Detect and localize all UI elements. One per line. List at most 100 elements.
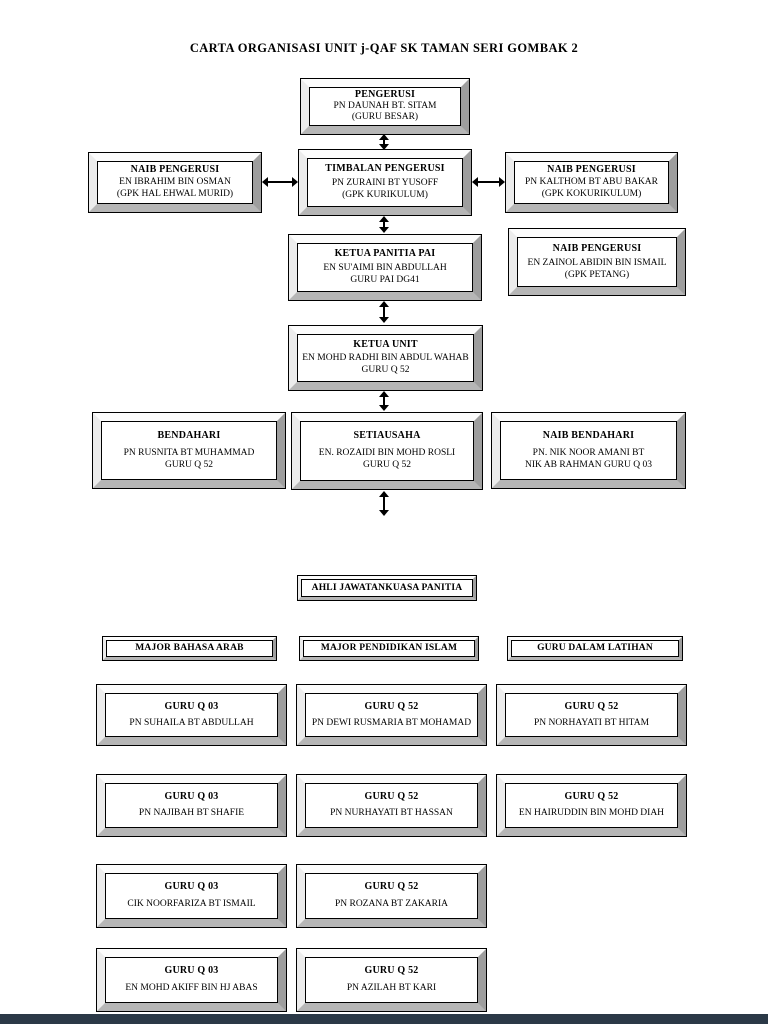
node-title: GURU Q 03 <box>164 965 219 977</box>
node-frame: KETUA PANITIA PAI EN SU'AIMI BIN ABDULLA… <box>289 235 481 300</box>
node-person: PN RUSNITA BT MUHAMMAD GURU Q 52 <box>123 447 255 470</box>
node-title: GURU Q 52 <box>364 881 419 893</box>
node-person: EN ZAINOL ABIDIN BIN ISMAIL (GPK PETANG) <box>527 257 667 280</box>
node-person: PN DAUNAH BT. SITAM (GURU BESAR) <box>333 100 437 123</box>
node-person: CIK NOORFARIZA BT ISMAIL <box>127 898 256 909</box>
node-member: GURU Q 52 PN DEWI RUSMARIA BT MOHAMAD <box>296 684 487 746</box>
node-person: PN AZILAH BT KARI <box>346 982 437 993</box>
node-person: PN ZURAINI BT YUSOFF (GPK KURIKULUM) <box>331 178 439 200</box>
node-title: PENGERUSI <box>354 89 416 100</box>
node-person: PN SUHAILA BT ABDULLAH <box>129 717 254 728</box>
node-frame: KETUA UNIT EN MOHD RADHI BIN ABDUL WAHAB… <box>289 326 482 390</box>
node-setiausaha: SETIAUSAHA EN. ROZAIDI BIN MOHD ROSLI GU… <box>291 412 483 490</box>
node-frame: GURU Q 52 PN AZILAH BT KARI <box>297 949 486 1011</box>
node-frame: GURU Q 52 PN NORHAYATI BT HITAM <box>497 685 686 745</box>
connector-ketua-unit-setiausaha <box>379 391 389 411</box>
page-footer-bar <box>0 1014 768 1024</box>
node-title: GURU Q 03 <box>164 790 219 802</box>
node-title: SETIAUSAHA <box>353 429 421 441</box>
node-col-pendidikan-islam: MAJOR PENDIDIKAN ISLAM <box>299 636 479 661</box>
node-title: MAJOR BAHASA ARAB <box>135 643 244 654</box>
node-frame: SETIAUSAHA EN. ROZAIDI BIN MOHD ROSLI GU… <box>292 413 482 489</box>
node-title: GURU Q 52 <box>364 790 419 802</box>
node-frame: NAIB PENGERUSI PN KALTHOM BT ABU BAKAR (… <box>506 153 677 212</box>
node-person: PN NORHAYATI BT HITAM <box>533 717 650 728</box>
node-title: NAIB PENGERUSI <box>130 164 220 176</box>
node-naib-pengerusi-petang: NAIB PENGERUSI EN ZAINOL ABIDIN BIN ISMA… <box>508 228 686 296</box>
connector-panitia-ketua-unit <box>379 301 389 323</box>
node-person: PN ROZANA BT ZAKARIA <box>334 898 449 909</box>
node-member: GURU Q 52 PN NURHAYATI BT HASSAN <box>296 774 487 837</box>
node-naib-pengerusi-hem: NAIB PENGERUSI EN IBRAHIM BIN OSMAN (GPK… <box>88 152 262 213</box>
node-title: NAIB BENDAHARI <box>542 429 635 441</box>
node-member: GURU Q 03 PN NAJIBAH BT SHAFIE <box>96 774 287 837</box>
node-member: GURU Q 03 PN SUHAILA BT ABDULLAH <box>96 684 287 746</box>
connector-timbalan-panitia <box>379 216 389 233</box>
node-title: NAIB PENGERUSI <box>547 164 636 176</box>
node-frame: BENDAHARI PN RUSNITA BT MUHAMMAD GURU Q … <box>93 413 285 488</box>
node-col-bahasa-arab: MAJOR BAHASA ARAB <box>102 636 277 661</box>
node-title: TIMBALAN PENGERUSI <box>325 163 445 175</box>
node-title: NAIB PENGERUSI <box>552 242 642 254</box>
node-person: EN IBRAHIM BIN OSMAN (GPK HAL EHWAL MURI… <box>116 177 234 199</box>
node-timbalan-pengerusi: TIMBALAN PENGERUSI PN ZURAINI BT YUSOFF … <box>298 149 472 216</box>
node-frame: GURU Q 52 PN DEWI RUSMARIA BT MOHAMAD <box>297 685 486 745</box>
node-member: GURU Q 52 PN ROZANA BT ZAKARIA <box>296 864 487 928</box>
node-frame: GURU Q 03 PN SUHAILA BT ABDULLAH <box>97 685 286 745</box>
node-frame: TIMBALAN PENGERUSI PN ZURAINI BT YUSOFF … <box>299 150 471 215</box>
page-title: CARTA ORGANISASI UNIT j-QAF SK TAMAN SER… <box>189 41 579 55</box>
node-title: MAJOR PENDIDIKAN ISLAM <box>320 643 458 654</box>
connector-timbalan-naib-koku <box>472 177 505 187</box>
node-person: PN KALTHOM BT ABU BAKAR (GPK KOKURIKULUM… <box>524 177 659 199</box>
node-title: KETUA UNIT <box>353 338 418 350</box>
node-frame: GURU Q 52 EN HAIRUDDIN BIN MOHD DIAH <box>497 775 686 836</box>
node-frame: PENGERUSI PN DAUNAH BT. SITAM (GURU BESA… <box>301 79 469 134</box>
node-title: AHLI JAWATANKUASA PANITIA <box>311 582 463 593</box>
node-title: GURU Q 03 <box>164 881 219 893</box>
node-person: EN. ROZAIDI BIN MOHD ROSLI GURU Q 52 <box>318 448 456 471</box>
node-person: EN SU'AIMI BIN ABDULLAH GURU PAI DG41 <box>323 263 447 285</box>
node-ketua-unit: KETUA UNIT EN MOHD RADHI BIN ABDUL WAHAB… <box>288 325 483 391</box>
node-member: GURU Q 03 EN MOHD AKIFF BIN HJ ABAS <box>96 948 287 1012</box>
node-title: GURU Q 03 <box>164 700 219 712</box>
node-frame: MAJOR PENDIDIKAN ISLAM <box>300 637 478 660</box>
node-frame: AHLI JAWATANKUASA PANITIA <box>298 576 476 600</box>
node-frame: NAIB BENDAHARI PN. NIK NOOR AMANI BT NIK… <box>492 413 685 488</box>
node-member: GURU Q 52 EN HAIRUDDIN BIN MOHD DIAH <box>496 774 687 837</box>
node-person: EN MOHD AKIFF BIN HJ ABAS <box>125 982 258 993</box>
node-person: EN MOHD RADHI BIN ABDUL WAHAB GURU Q 52 <box>302 353 469 376</box>
node-naib-pengerusi-koku: NAIB PENGERUSI PN KALTHOM BT ABU BAKAR (… <box>505 152 678 213</box>
node-person: PN NAJIBAH BT SHAFIE <box>138 808 245 819</box>
node-frame: GURU Q 03 EN MOHD AKIFF BIN HJ ABAS <box>97 949 286 1011</box>
node-person: PN. NIK NOOR AMANI BT NIK AB RAHMAN GURU… <box>525 447 652 470</box>
node-ketua-panitia-pai: KETUA PANITIA PAI EN SU'AIMI BIN ABDULLA… <box>288 234 482 301</box>
connector-setiausaha-ahli <box>379 491 389 516</box>
node-col-guru-latihan: GURU DALAM LATIHAN <box>507 636 683 661</box>
node-title: BENDAHARI <box>157 429 221 441</box>
node-frame: GURU Q 52 PN NURHAYATI BT HASSAN <box>297 775 486 836</box>
connector-naib-hem-timbalan <box>262 177 298 187</box>
node-title: GURU Q 52 <box>564 700 619 712</box>
node-frame: NAIB PENGERUSI EN IBRAHIM BIN OSMAN (GPK… <box>89 153 261 212</box>
node-person: PN DEWI RUSMARIA BT MOHAMAD <box>311 717 472 728</box>
node-pengerusi: PENGERUSI PN DAUNAH BT. SITAM (GURU BESA… <box>300 78 470 135</box>
node-naib-bendahari: NAIB BENDAHARI PN. NIK NOOR AMANI BT NIK… <box>491 412 686 489</box>
node-title: GURU DALAM LATIHAN <box>537 643 653 654</box>
node-bendahari: BENDAHARI PN RUSNITA BT MUHAMMAD GURU Q … <box>92 412 286 489</box>
node-frame: GURU Q 03 PN NAJIBAH BT SHAFIE <box>97 775 286 836</box>
node-member: GURU Q 52 PN AZILAH BT KARI <box>296 948 487 1012</box>
node-title: GURU Q 52 <box>564 790 619 802</box>
node-title: KETUA PANITIA PAI <box>334 248 436 260</box>
node-frame: NAIB PENGERUSI EN ZAINOL ABIDIN BIN ISMA… <box>509 229 685 295</box>
node-member: GURU Q 03 CIK NOORFARIZA BT ISMAIL <box>96 864 287 928</box>
node-frame: MAJOR BAHASA ARAB <box>103 637 276 660</box>
node-frame: GURU Q 03 CIK NOORFARIZA BT ISMAIL <box>97 865 286 927</box>
node-frame: GURU Q 52 PN ROZANA BT ZAKARIA <box>297 865 486 927</box>
node-member: GURU Q 52 PN NORHAYATI BT HITAM <box>496 684 687 746</box>
node-ahli-jawatankuasa: AHLI JAWATANKUASA PANITIA <box>297 575 477 601</box>
node-frame: GURU DALAM LATIHAN <box>508 637 682 660</box>
node-title: GURU Q 52 <box>364 700 419 712</box>
node-person: EN HAIRUDDIN BIN MOHD DIAH <box>518 808 665 819</box>
node-title: GURU Q 52 <box>364 965 419 977</box>
